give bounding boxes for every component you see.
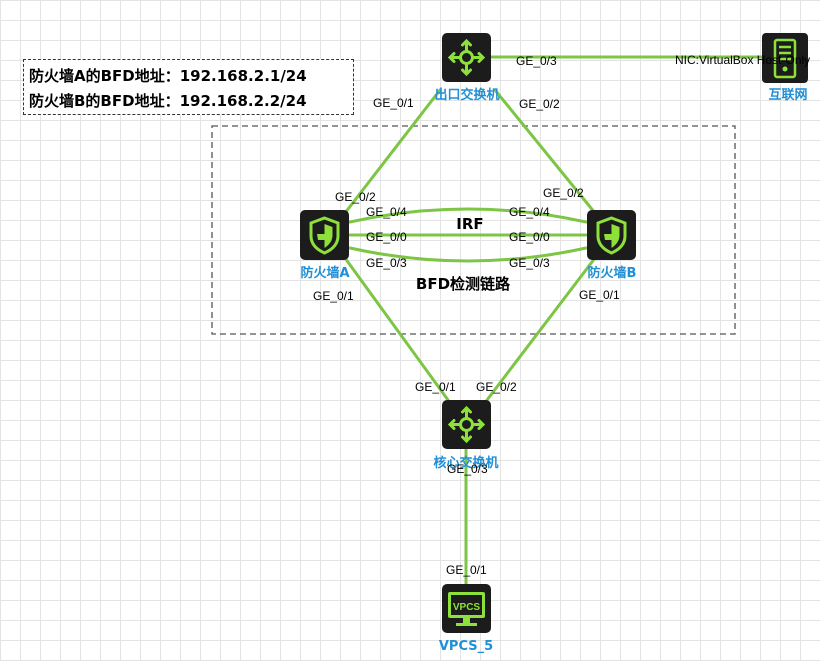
exit-switch[interactable] bbox=[442, 33, 491, 82]
link-irf-ge04[interactable] bbox=[348, 207, 588, 224]
router-icon bbox=[447, 405, 486, 444]
exit-switch-label: 出口交换机 bbox=[434, 87, 499, 103]
vpcs-screen-text: VPCS bbox=[453, 602, 481, 613]
port-label: GE_0/1 bbox=[446, 563, 487, 577]
bfd-address-b: 防火墙B的BFD地址：192.168.2.2/24 bbox=[29, 92, 307, 110]
port-label: GE_0/1 bbox=[313, 289, 354, 303]
internet-label: 互联网 bbox=[768, 88, 807, 103]
router-icon bbox=[447, 38, 486, 77]
port-label: GE_0/4 bbox=[509, 205, 550, 219]
link-exit-fwa[interactable] bbox=[343, 88, 442, 215]
core-switch-label: 核心交换机 bbox=[433, 455, 498, 471]
port-label: GE_0/0 bbox=[366, 230, 407, 244]
firewall-a-label: 防火墙A bbox=[300, 265, 349, 281]
firewall-b-label: 防火墙B bbox=[588, 265, 637, 281]
bfd-address-a: 防火墙A的BFD地址：192.168.2.1/24 bbox=[29, 67, 307, 85]
port-label: GE_0/1 bbox=[415, 380, 456, 394]
link-irf-ge03[interactable] bbox=[348, 246, 588, 263]
monitor-icon: VPCS bbox=[448, 592, 485, 626]
vpcs-label: VPCS_5 bbox=[439, 639, 493, 654]
bfd-link-label: BFD检测链路 bbox=[416, 275, 511, 293]
port-label: GE_0/4 bbox=[366, 205, 407, 219]
irf-area-box bbox=[211, 125, 736, 335]
port-label: GE_0/0 bbox=[509, 230, 550, 244]
irf-label: IRF bbox=[456, 215, 483, 233]
link-exit-fwb[interactable] bbox=[493, 88, 597, 215]
shield-icon bbox=[596, 216, 627, 255]
port-label: GE_0/2 bbox=[335, 190, 376, 204]
port-label: GE_0/2 bbox=[519, 97, 560, 111]
core-switch[interactable] bbox=[442, 400, 491, 449]
port-label: GE_0/3 bbox=[447, 462, 488, 476]
server-icon bbox=[773, 38, 797, 79]
firewall-a[interactable] bbox=[300, 210, 349, 260]
port-label: GE_0/2 bbox=[476, 380, 517, 394]
bfd-address-note: 防火墙A的BFD地址：192.168.2.1/24 防火墙B的BFD地址：192… bbox=[23, 59, 354, 115]
port-label: GE_0/3 bbox=[366, 256, 407, 270]
port-label: GE_0/1 bbox=[373, 96, 414, 110]
nic-label: NIC:VirtualBox Host-Only bbox=[675, 53, 810, 67]
port-label: GE_0/2 bbox=[543, 186, 584, 200]
link-fwa-core[interactable] bbox=[343, 256, 450, 402]
port-label: GE_0/3 bbox=[516, 54, 557, 68]
port-label: GE_0/1 bbox=[579, 288, 620, 302]
internet-server[interactable] bbox=[762, 33, 808, 83]
port-label: GE_0/3 bbox=[509, 256, 550, 270]
firewall-b[interactable] bbox=[587, 210, 636, 260]
vpcs-host[interactable]: VPCS bbox=[442, 584, 491, 633]
shield-icon bbox=[309, 216, 340, 255]
link-fwb-core[interactable] bbox=[485, 256, 597, 402]
